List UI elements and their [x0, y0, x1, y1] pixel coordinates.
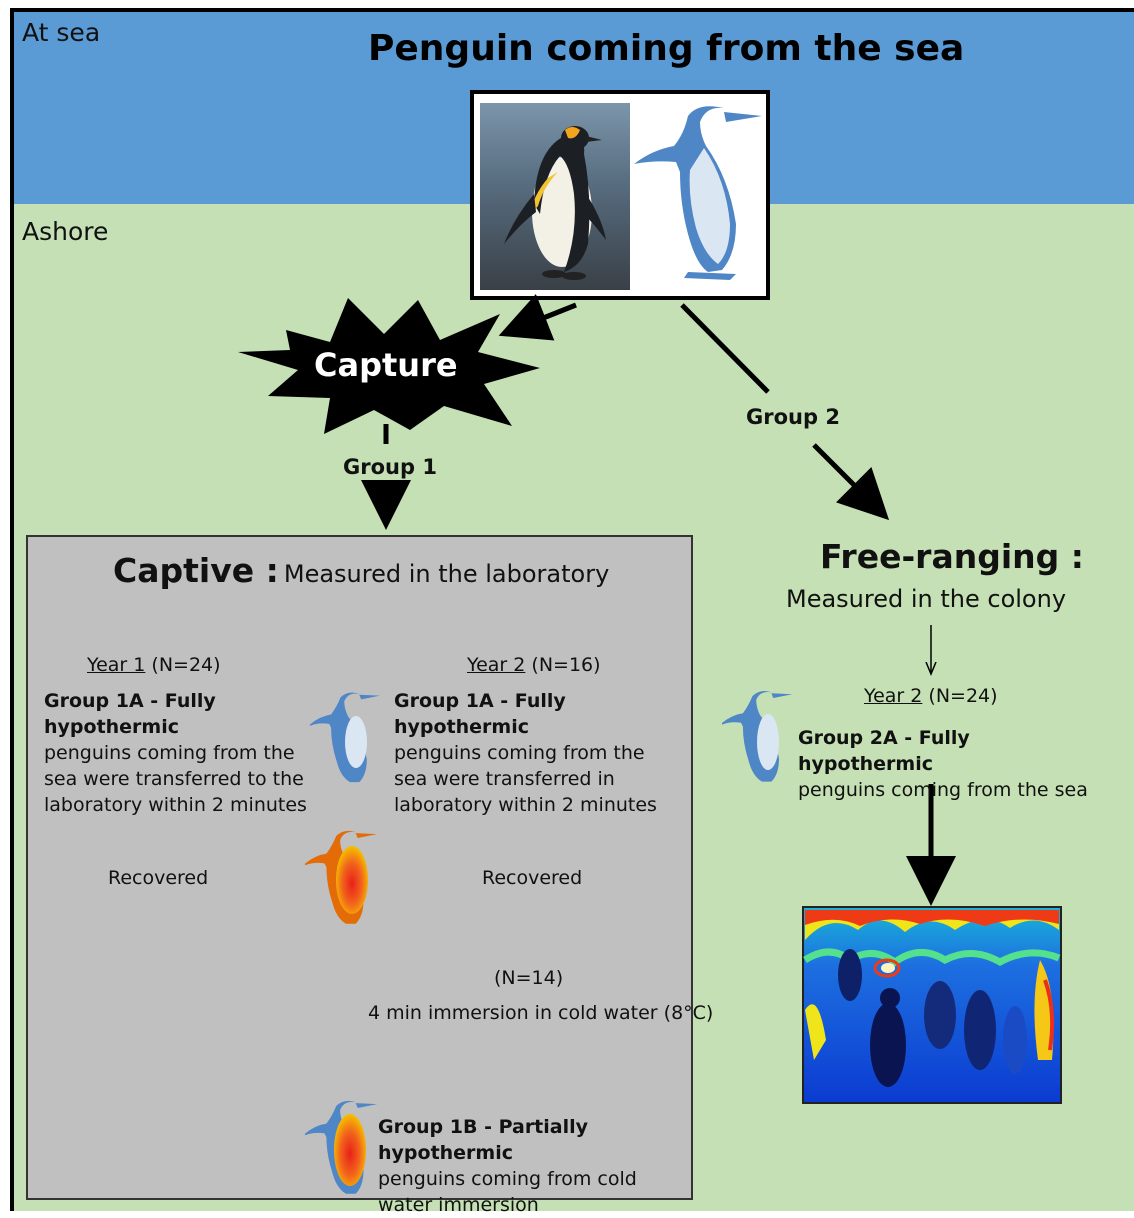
recovered-left: Recovered — [108, 867, 209, 889]
group1a-year1-block: Group 1A - Fully hypothermic penguins co… — [44, 688, 312, 818]
group1a-year2-title: Group 1A - Fully hypothermic — [394, 690, 566, 738]
diagram-title: Penguin coming from the sea — [368, 28, 965, 69]
free-subheading: Measured in the colony — [786, 585, 1067, 613]
captive-heading: Captive : — [113, 551, 279, 590]
penguin-photo-illustration — [480, 103, 762, 290]
arrow-group2-to-free — [812, 443, 890, 521]
sea-zone-label: At sea — [22, 18, 101, 47]
group1a-year2-text: penguins coming from the sea were transf… — [394, 742, 657, 816]
shore-zone-label: Ashore — [22, 217, 109, 246]
free-year2-n: (N=24) — [928, 685, 998, 707]
penguin-photo-box — [470, 90, 770, 300]
group1a-year1-text: penguins coming from the sea were transf… — [44, 742, 307, 816]
king-penguin-photo — [504, 126, 606, 280]
group1a-year1-title: Group 1A - Fully hypothermic — [44, 690, 216, 738]
captive-heading-line: Captive : Measured in the laboratory — [113, 551, 609, 590]
blue-penguin-silhouette — [634, 106, 762, 280]
group1b-text: penguins coming from cold water immersio… — [378, 1168, 637, 1216]
arrow-to-capture — [498, 294, 577, 341]
line-to-group2 — [680, 303, 770, 394]
group2a-text: penguins coming from the sea — [798, 779, 1088, 801]
group1-label: Group 1 — [343, 455, 437, 479]
recovered-right: Recovered — [482, 867, 583, 889]
group2a-block: Group 2A - Fully hypothermic penguins co… — [798, 725, 1098, 803]
group1b-title: Group 1B - Partially hypothermic — [378, 1116, 589, 1164]
group1b-block: Group 1B - Partially hypothermic penguin… — [378, 1114, 688, 1218]
n14-label: (N=14) — [494, 967, 564, 989]
free-heading: Free-ranging : — [820, 537, 1084, 576]
immersion-label: 4 min immersion in cold water (8°C) — [368, 1002, 714, 1024]
year1-label: Year 1 — [87, 654, 146, 676]
year2-n: (N=16) — [531, 654, 601, 676]
year1-header: Year 1 (N=24) — [87, 654, 221, 676]
year1-n: (N=24) — [151, 654, 221, 676]
captive-subheading: Measured in the laboratory — [283, 560, 610, 588]
free-year2-label: Year 2 — [864, 685, 923, 707]
group1a-year2-block: Group 1A - Fully hypothermic penguins co… — [394, 688, 670, 818]
capture-label: Capture — [314, 346, 458, 384]
group2-label: Group 2 — [746, 405, 840, 429]
outer-frame — [10, 8, 1134, 1211]
free-year2-header: Year 2 (N=24) — [864, 685, 998, 707]
year2-label: Year 2 — [467, 654, 526, 676]
year2-header: Year 2 (N=16) — [467, 654, 601, 676]
group2a-title: Group 2A - Fully hypothermic — [798, 727, 970, 775]
